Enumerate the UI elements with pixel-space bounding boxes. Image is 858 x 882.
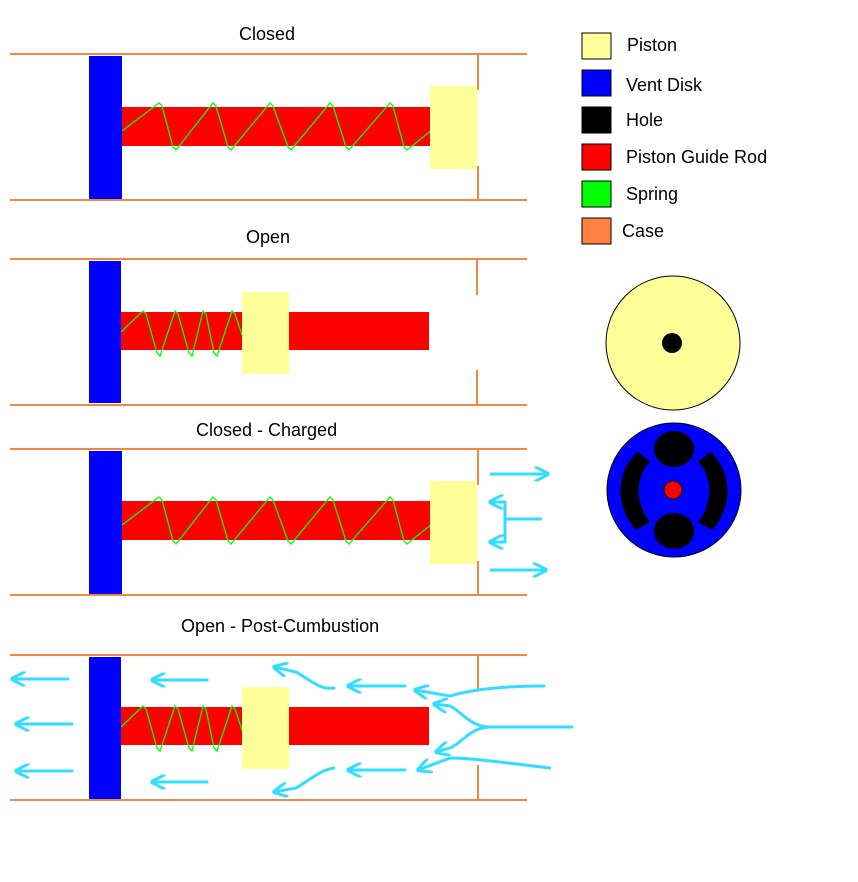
legend-label-piston-guide-rod: Piston Guide Rod: [626, 147, 768, 167]
legend-swatch-case: [581, 217, 612, 245]
piston: [430, 481, 477, 564]
flow-arrow: [490, 519, 507, 542]
legend-label-piston: Piston: [627, 35, 678, 55]
legend-label-vent-disk: Vent Disk: [626, 75, 703, 95]
vent-disk: [89, 261, 121, 403]
legend-swatch-vent-disk: [581, 69, 612, 97]
flow-arrow: [415, 686, 546, 696]
piston: [430, 86, 477, 169]
legend-swatch-spring: [581, 180, 612, 208]
vent-disk-end-view: [606, 422, 742, 558]
panel-open-post-cumbustion: [10, 654, 574, 801]
flow-arrow: [274, 766, 336, 792]
vent-disk: [89, 451, 122, 594]
vent-disk: [89, 657, 121, 799]
legend-swatches: [581, 32, 612, 245]
piston-guide-rod: [122, 107, 432, 146]
spring: [120, 704, 243, 753]
vent-disk: [89, 56, 122, 199]
piston-end-view: [605, 275, 741, 411]
flow-arrow: [418, 756, 552, 770]
spring: [121, 496, 433, 545]
panel-title-open-post-cumbustion: Open - Post-Cumbustion: [181, 616, 380, 636]
legend-label-case: Case: [622, 221, 665, 241]
flow-arrow: [434, 704, 574, 729]
legend-label-spring: Spring: [626, 184, 679, 204]
vent-hole-right: [698, 452, 728, 530]
flow-arrow: [274, 667, 336, 690]
panel-title-closed-charged: Closed - Charged: [196, 420, 338, 440]
flow-arrow: [490, 502, 542, 521]
legend-swatch-piston: [581, 32, 612, 60]
piston: [242, 292, 289, 374]
vent-hole-bottom: [654, 513, 694, 549]
spring: [121, 102, 433, 151]
spring: [120, 309, 243, 358]
vent-hole-top: [654, 431, 694, 467]
panel-title-closed: Closed: [239, 24, 296, 44]
piston-hole: [662, 333, 682, 353]
piston-guide-rod: [122, 501, 432, 540]
vent-hole-left: [620, 452, 650, 530]
flow-arrow: [436, 725, 492, 752]
guide-rod-center: [663, 480, 683, 500]
panel-closed: [10, 53, 527, 201]
exhaust-flow-arrows: [12, 667, 574, 792]
panel-title-open: Open: [246, 227, 291, 247]
legend-swatch-piston-guide-rod: [581, 143, 612, 171]
panel-closed-charged: [10, 448, 548, 596]
legend-swatch-hole: [581, 106, 612, 134]
charge-flow-arrows: [490, 474, 548, 570]
panel-open: [10, 258, 527, 406]
legend-label-hole: Hole: [626, 110, 664, 130]
piston: [242, 687, 289, 769]
